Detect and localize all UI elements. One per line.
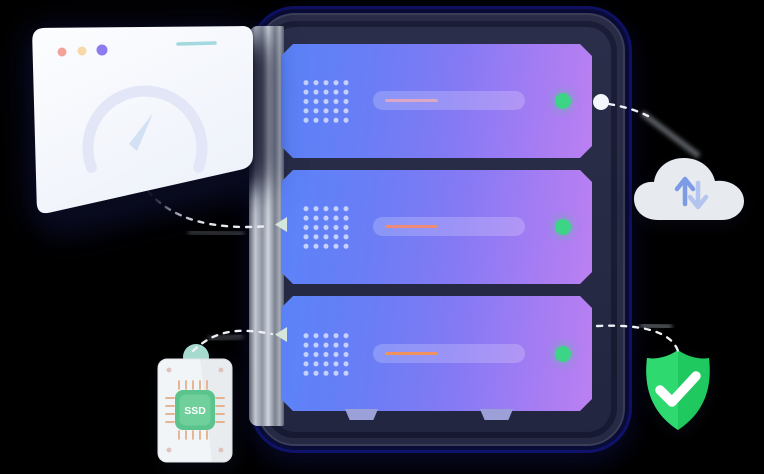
rack-foot — [345, 409, 378, 420]
security-shield-icon — [646, 350, 710, 430]
traffic-light-purple — [96, 44, 108, 56]
ssd-label: SSD — [184, 405, 206, 417]
connector-glow — [187, 228, 245, 238]
traffic-light-red — [57, 47, 67, 57]
vent-dot-grid — [301, 204, 351, 251]
drive-slot — [373, 344, 525, 363]
speedometer-arc — [82, 85, 208, 173]
vent-dot-grid — [301, 78, 351, 125]
slot-activity-line — [385, 225, 438, 228]
vent-dot-grid — [301, 331, 351, 378]
connector-glow — [639, 322, 673, 330]
ssd-chip-inner — [179, 394, 211, 426]
slot-activity-line — [385, 352, 438, 355]
server-unit-2 — [281, 170, 592, 284]
shield-checkmark-icon — [655, 371, 701, 407]
ssd-screws — [166, 367, 224, 453]
server-unit-1 — [281, 44, 592, 158]
upload-arrow-icon — [674, 176, 696, 207]
download-arrow-icon — [687, 180, 709, 210]
status-led — [555, 346, 571, 362]
slot-activity-line — [385, 99, 438, 102]
server-unit-3 — [281, 296, 592, 411]
url-bar-line — [176, 41, 217, 46]
status-led — [555, 219, 571, 235]
cloud-shape — [634, 158, 744, 220]
ssd-chip-pins — [165, 380, 225, 440]
cloud-sync-icon — [634, 158, 744, 220]
speedometer-needle — [129, 113, 153, 151]
speedometer-gauge — [82, 85, 208, 173]
drive-slot — [373, 217, 525, 236]
traffic-light-yellow — [77, 46, 87, 56]
ssd-body-shade — [200, 359, 232, 462]
rack-foot — [480, 409, 513, 420]
browser-window — [32, 26, 254, 214]
drive-slot — [373, 91, 525, 110]
ssd-card: SSD — [157, 344, 233, 463]
status-led — [555, 93, 571, 109]
